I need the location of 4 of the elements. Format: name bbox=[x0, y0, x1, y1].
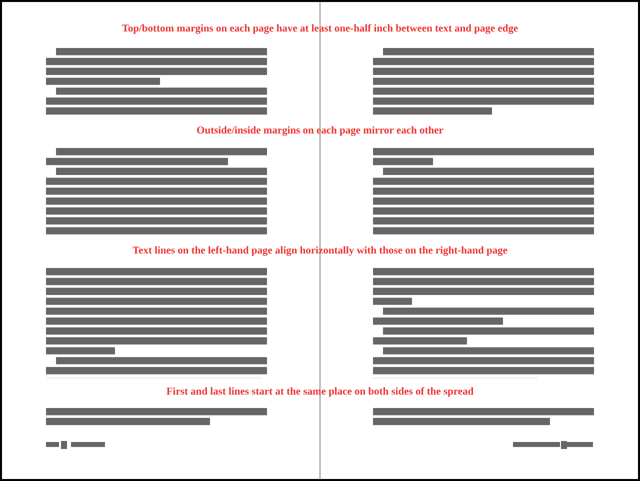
annotation-text: Outside/inside margins on each page mirror each other bbox=[197, 126, 444, 136]
annotation-text: Text lines on the left-hand page align horizontally with those on the right-hand page bbox=[132, 246, 508, 256]
annotation-text: First and last lines start at the same place on both sides of the spread bbox=[166, 387, 474, 397]
annotation-text: Top/bottom margins on each page have at least one-half inch between text and page edge bbox=[122, 24, 518, 34]
